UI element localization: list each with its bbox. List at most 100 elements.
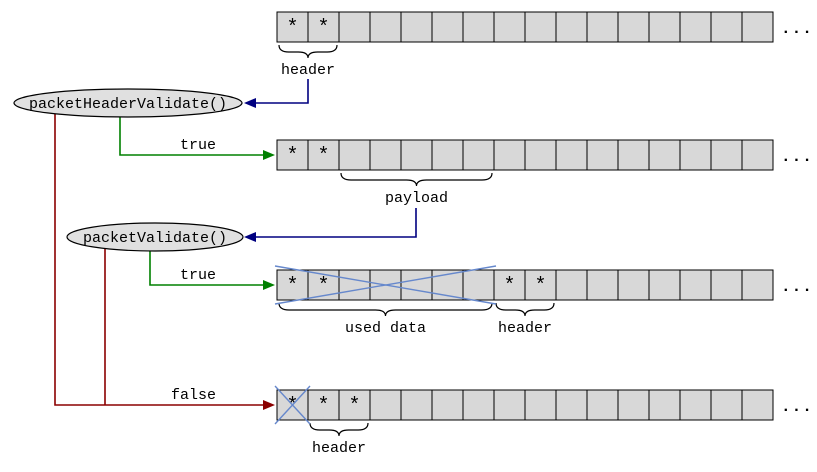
header-byte-star: * <box>348 395 360 418</box>
edge-payload-to-packetValidate <box>244 208 417 242</box>
byte-cell <box>679 389 712 421</box>
byte-cell <box>400 269 433 301</box>
node-label: packetValidate() <box>83 230 227 247</box>
invalid-cross-line <box>274 385 311 425</box>
byte-cell <box>462 11 495 43</box>
edge-false-to-row4: false <box>54 114 275 410</box>
byte-cell <box>431 11 464 43</box>
byte-cell <box>648 139 681 171</box>
byte-cell <box>369 139 402 171</box>
byte-cell <box>741 11 774 43</box>
byte-cell <box>431 139 464 171</box>
node-packetValidate: packetValidate() <box>66 222 244 252</box>
segment-label: payload <box>385 190 448 207</box>
byte-cell <box>679 11 712 43</box>
header-byte-star: * <box>317 395 329 418</box>
arrowhead-right-icon <box>263 280 275 290</box>
byte-cell <box>524 269 557 301</box>
packet-row-4: * * *... header <box>274 385 813 457</box>
byte-cell <box>679 269 712 301</box>
byte-cell <box>710 139 743 171</box>
segment-brace <box>309 422 369 437</box>
node-label: packetHeaderValidate() <box>29 96 227 113</box>
byte-cell <box>524 139 557 171</box>
header-byte-star: * <box>286 395 298 418</box>
byte-cell <box>524 11 557 43</box>
byte-cell <box>431 389 464 421</box>
node-ellipse-shape <box>13 88 243 118</box>
segment-brace <box>495 302 555 317</box>
edge-line <box>119 117 263 156</box>
byte-cell <box>338 389 371 421</box>
node-packetHeaderValidate: packetHeaderValidate() <box>13 88 243 118</box>
byte-cell <box>555 11 588 43</box>
byte-cell <box>338 139 371 171</box>
byte-cell <box>617 389 650 421</box>
edge-label-true: true <box>180 267 216 284</box>
header-byte-star: * <box>286 17 298 40</box>
byte-cell <box>741 139 774 171</box>
byte-cell <box>493 269 526 301</box>
header-byte-star: * <box>534 275 546 298</box>
byte-cell <box>307 389 340 421</box>
byte-cell <box>462 389 495 421</box>
row-continues-ellipsis: ... <box>781 278 813 296</box>
byte-cell <box>276 269 309 301</box>
edge-line <box>149 251 263 286</box>
byte-cell <box>617 139 650 171</box>
header-byte-star: * <box>286 145 298 168</box>
byte-cell <box>338 11 371 43</box>
packet-row-2: **...payload <box>276 139 812 207</box>
header-byte-star: * <box>317 145 329 168</box>
header-byte-star: * <box>286 275 298 298</box>
row-continues-ellipsis: ... <box>781 20 813 38</box>
arrowhead-left-icon <box>244 98 256 108</box>
byte-cell <box>617 269 650 301</box>
edge-label-false: false <box>171 387 216 404</box>
edge-label-true: true <box>180 137 216 154</box>
header-byte-star: * <box>317 17 329 40</box>
header-byte-star: * <box>503 275 515 298</box>
header-byte-star: * <box>317 275 329 298</box>
byte-cell <box>555 139 588 171</box>
byte-cell <box>276 11 309 43</box>
byte-cell <box>679 139 712 171</box>
byte-cell <box>741 389 774 421</box>
segment-brace <box>340 172 493 187</box>
segment-brace <box>278 302 493 317</box>
edge-line <box>256 208 417 238</box>
packet-row-1: **...header <box>276 11 813 79</box>
byte-cell <box>400 11 433 43</box>
byte-cell <box>276 139 309 171</box>
byte-cell <box>462 139 495 171</box>
byte-cell <box>307 11 340 43</box>
node-ellipse-shape <box>66 222 244 252</box>
edge-true-to-row2: true <box>119 117 275 160</box>
row-continues-ellipsis: ... <box>781 398 813 416</box>
segment-label: header <box>312 440 366 457</box>
byte-cell <box>710 389 743 421</box>
byte-cell <box>586 269 619 301</box>
byte-cell <box>648 389 681 421</box>
edge-line <box>54 114 263 406</box>
byte-cell <box>617 11 650 43</box>
arrowhead-right-icon <box>263 400 275 410</box>
byte-cell <box>493 139 526 171</box>
byte-cell <box>710 11 743 43</box>
byte-cell <box>648 269 681 301</box>
byte-cell <box>524 389 557 421</box>
edge-header-to-packetHeaderValidate <box>244 79 309 108</box>
byte-cell <box>710 269 743 301</box>
byte-cell <box>555 389 588 421</box>
byte-cell <box>586 139 619 171</box>
byte-cell <box>338 269 371 301</box>
byte-cell <box>741 269 774 301</box>
edge-true-to-row3: true <box>149 251 275 290</box>
byte-cell <box>555 269 588 301</box>
byte-cell <box>586 11 619 43</box>
byte-cell <box>493 11 526 43</box>
